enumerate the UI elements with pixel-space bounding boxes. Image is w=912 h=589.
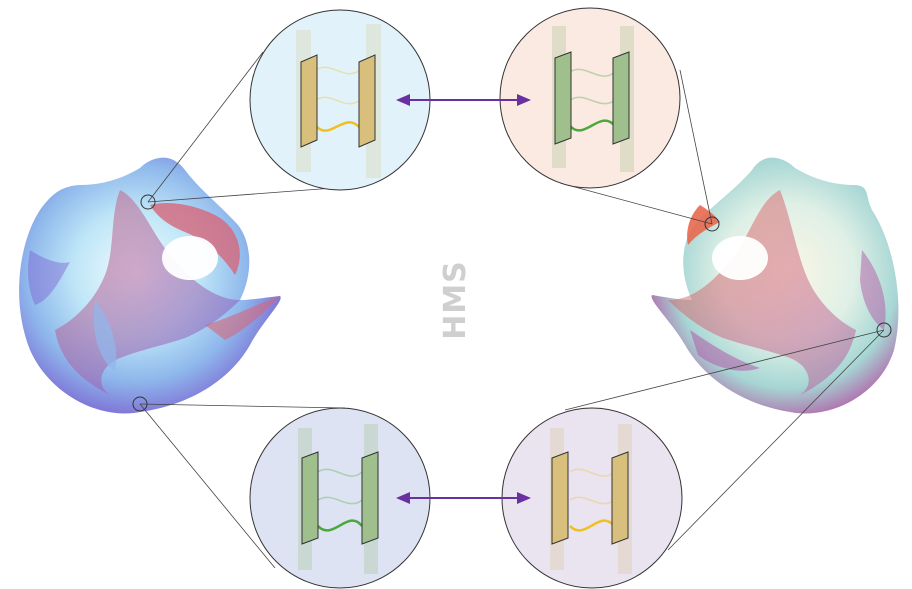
brane-right xyxy=(611,451,629,545)
brane-right xyxy=(612,51,630,145)
left-manifold-top-spot xyxy=(140,194,156,210)
brane-left xyxy=(551,451,569,545)
bottom-double-headed-arrow-icon xyxy=(396,492,531,504)
right-manifold-bottom-spot xyxy=(876,322,892,338)
circle-bottom-left xyxy=(249,407,431,589)
circle-top-left xyxy=(249,9,431,191)
center-label-hms: HMS xyxy=(438,260,473,340)
circle-top-right xyxy=(499,7,681,189)
circle-bottom-right xyxy=(501,407,683,589)
brane-left xyxy=(554,51,572,145)
left-calabi-yau-manifold xyxy=(19,157,281,414)
top-double-headed-arrow-icon xyxy=(396,94,531,106)
brane-right xyxy=(358,54,376,148)
brane-right xyxy=(361,451,379,545)
right-manifold-top-spot xyxy=(704,216,720,232)
right-calabi-yau-manifold xyxy=(651,157,899,414)
brane-left xyxy=(300,54,318,148)
brane-left xyxy=(301,451,319,545)
